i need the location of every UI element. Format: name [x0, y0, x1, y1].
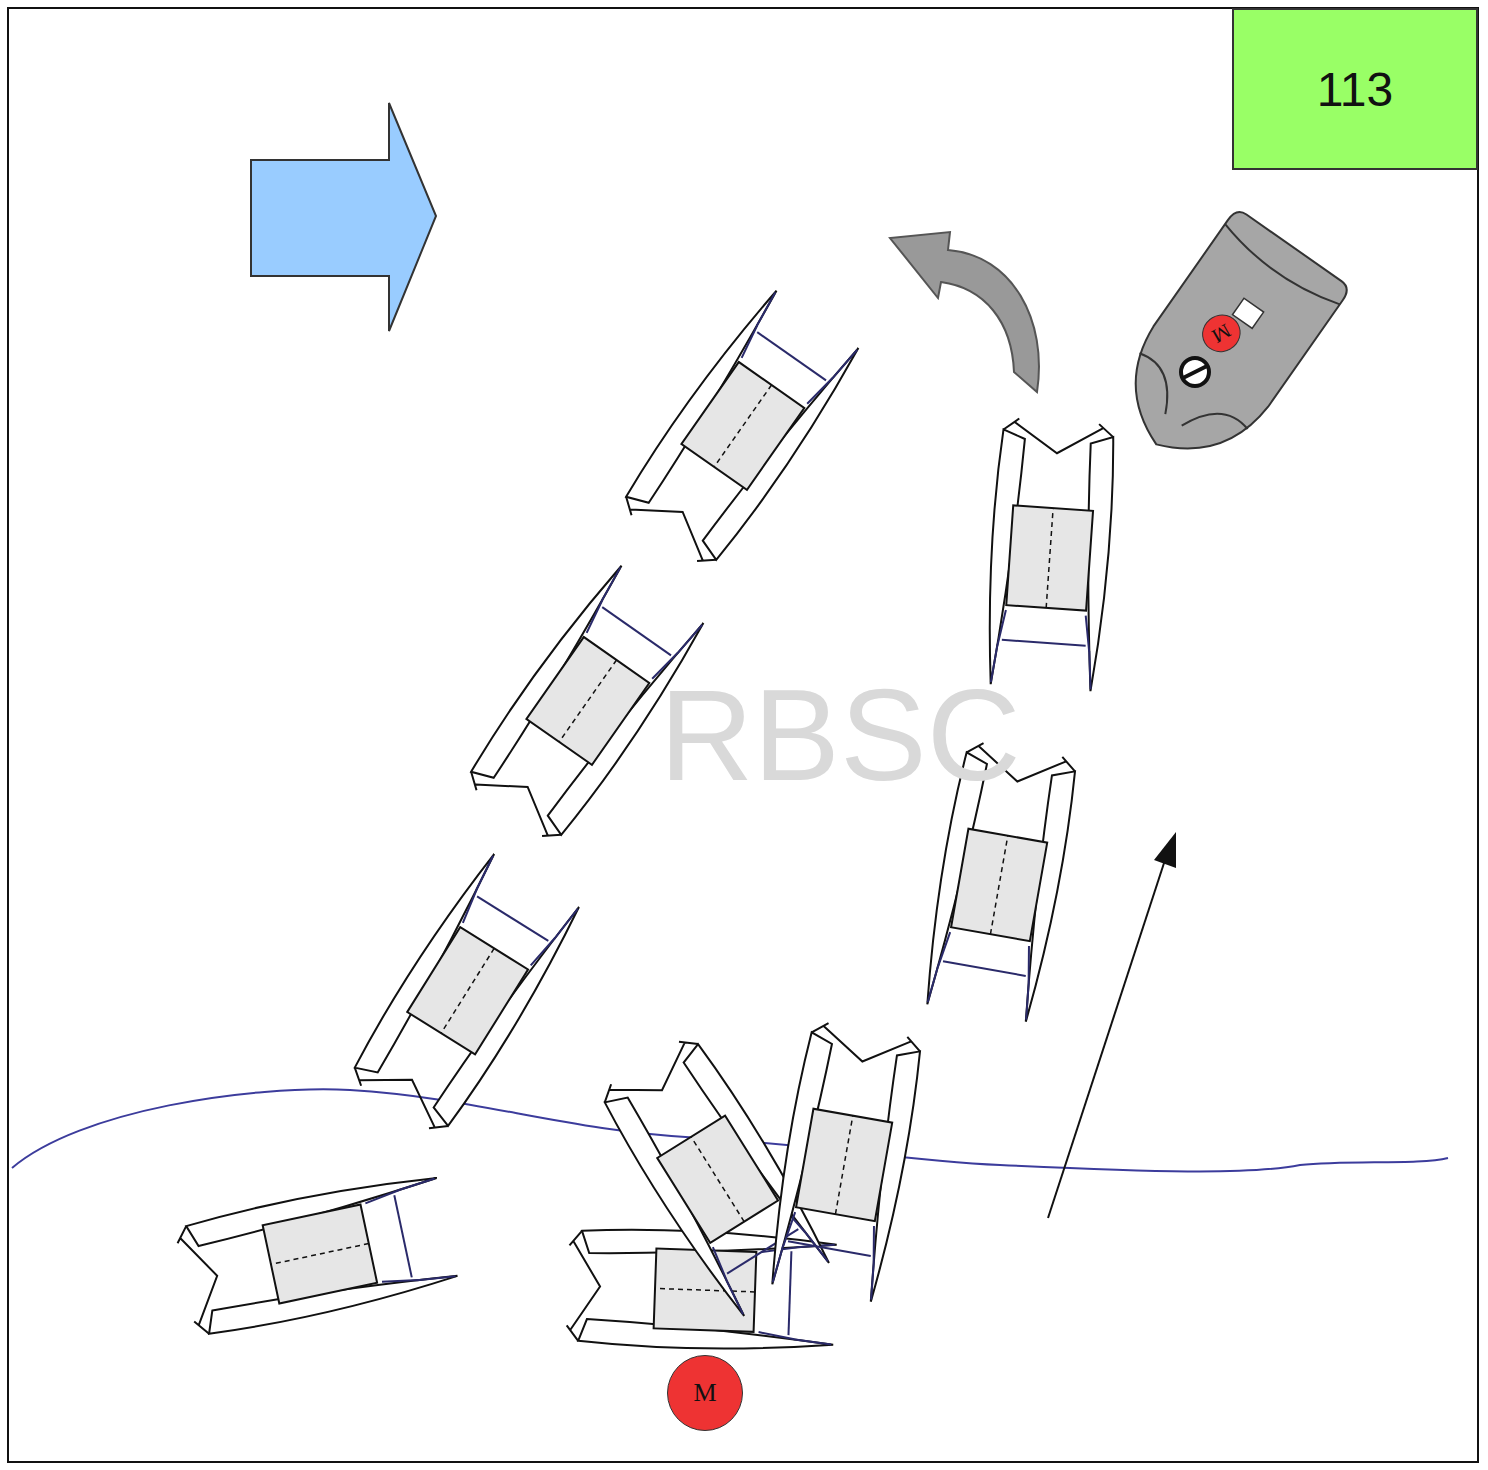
turn-arrow: [890, 232, 1039, 392]
node-text: 113: [1317, 62, 1394, 117]
panel-number-box: 113: [1232, 8, 1478, 170]
catamaran: [982, 417, 1117, 692]
node-text: M: [693, 1378, 716, 1408]
frame: [8, 8, 1478, 1462]
catamaran: [616, 286, 865, 572]
course-arrow: [1048, 860, 1165, 1218]
catamaran: [345, 850, 586, 1138]
catamaran-sequence: [174, 286, 1118, 1353]
course-arrowhead: [1154, 832, 1176, 868]
wind-arrow: [251, 103, 436, 331]
mark-circle: M: [667, 1355, 743, 1431]
catamaran: [174, 1170, 460, 1340]
motor-symbol: [1181, 358, 1209, 386]
node-text: M: [1208, 319, 1235, 348]
catamaran: [764, 1020, 926, 1303]
watermark: RBSC: [659, 660, 1020, 810]
rescue-boat: [1099, 208, 1351, 485]
